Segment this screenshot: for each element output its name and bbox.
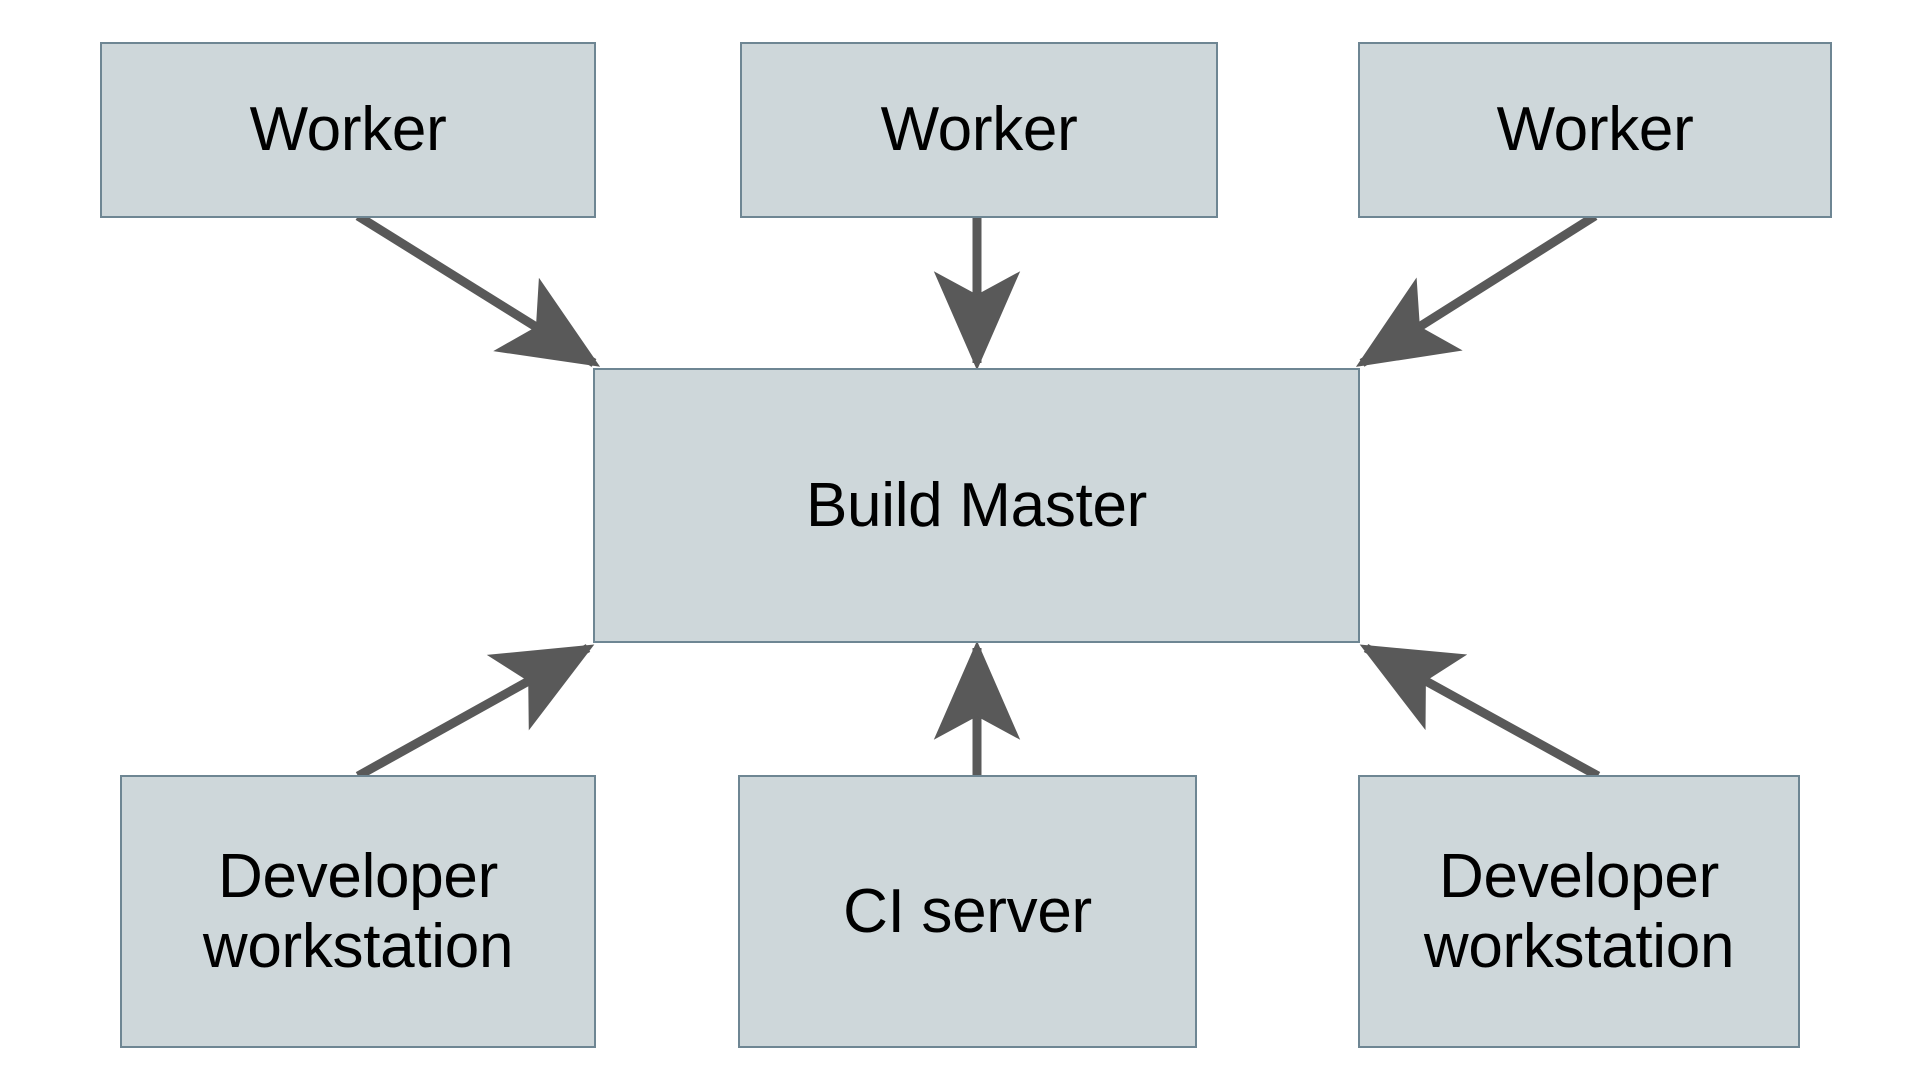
node-worker-right[interactable]: Worker bbox=[1358, 42, 1832, 218]
node-worker-left[interactable]: Worker bbox=[100, 42, 596, 218]
edge-developer-workstation-right-to-build-master bbox=[1359, 644, 1601, 780]
node-ci-server[interactable]: CI server bbox=[738, 775, 1197, 1048]
edge-developer-workstation-left-to-build-master bbox=[355, 644, 595, 780]
node-worker-center-label: Worker bbox=[880, 95, 1078, 165]
node-worker-left-label: Worker bbox=[249, 95, 447, 165]
node-build-master-label: Build Master bbox=[806, 470, 1147, 540]
node-developer-workstation-left[interactable]: Developer workstation bbox=[120, 775, 596, 1048]
node-ci-server-label: CI server bbox=[843, 876, 1092, 946]
node-developer-workstation-left-label: Developer workstation bbox=[202, 842, 514, 981]
node-developer-workstation-right-label: Developer workstation bbox=[1423, 842, 1735, 981]
node-worker-right-label: Worker bbox=[1496, 95, 1694, 165]
edge-worker-left-to-build-master bbox=[355, 212, 601, 367]
node-build-master[interactable]: Build Master bbox=[593, 368, 1360, 643]
edge-worker-right-to-build-master bbox=[1355, 212, 1598, 367]
node-developer-workstation-right[interactable]: Developer workstation bbox=[1358, 775, 1800, 1048]
node-worker-center[interactable]: Worker bbox=[740, 42, 1218, 218]
